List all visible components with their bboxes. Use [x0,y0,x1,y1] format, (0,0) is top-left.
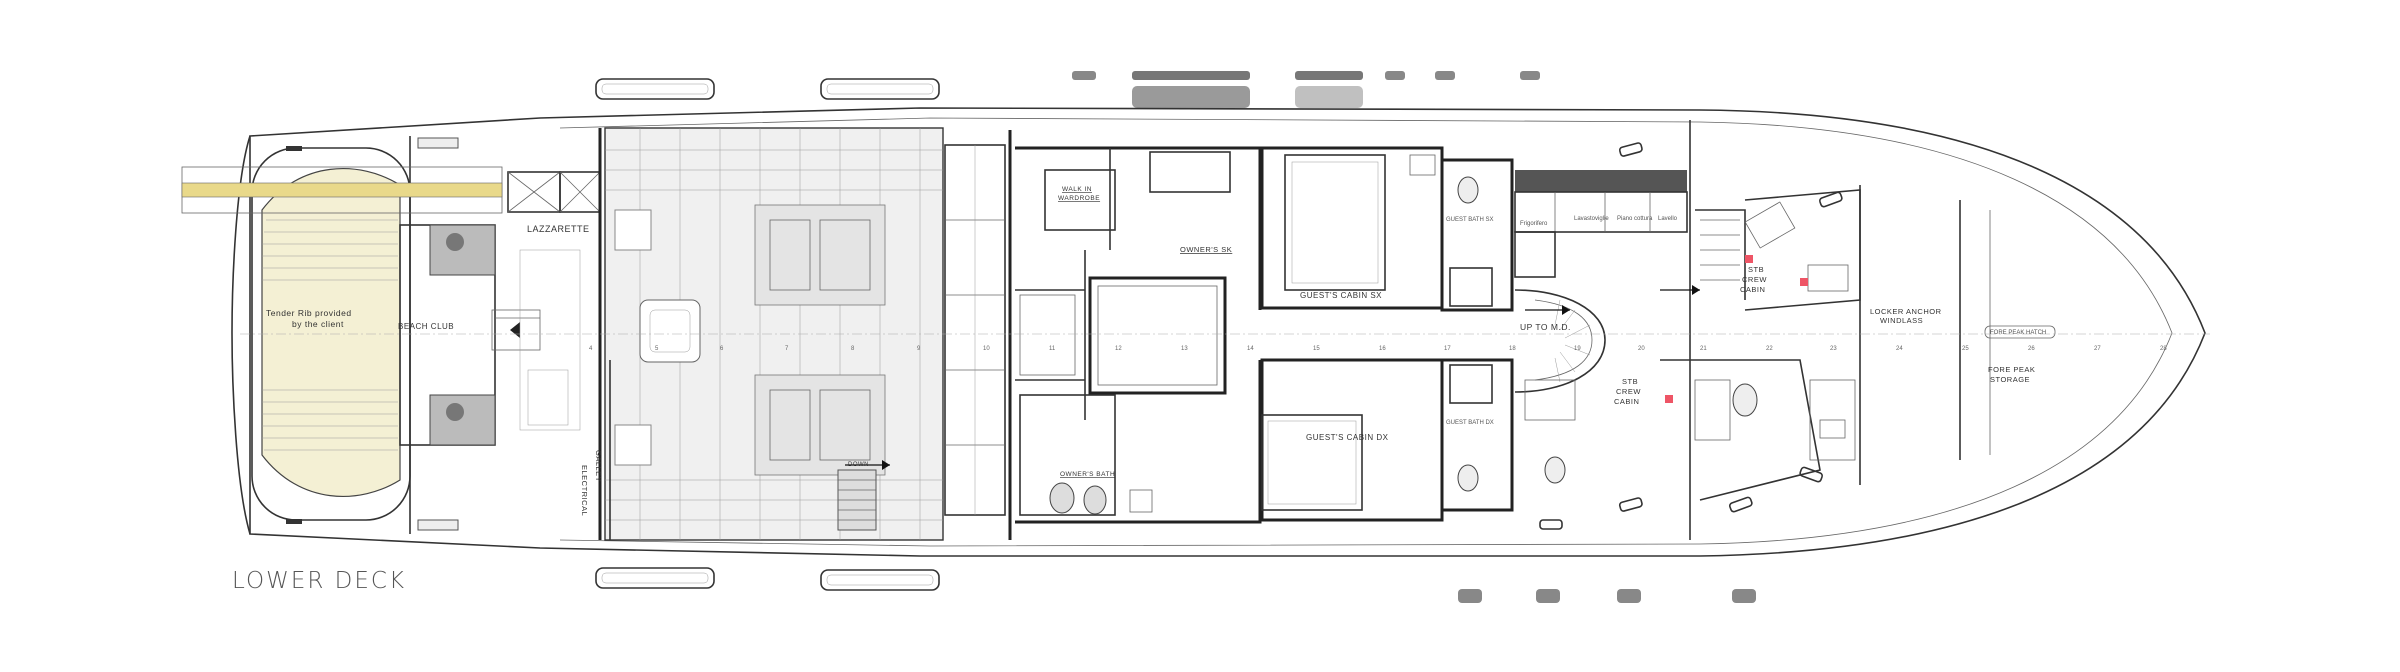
frame-number: 17 [1444,346,1451,352]
frame-number: 22 [1766,346,1773,352]
forward-compartments [1859,185,2056,485]
frame-number: 5 [655,346,659,352]
fuel-tanks [944,130,1012,540]
galley-item-1: Frigorifero [1520,221,1548,227]
frame-number: 20 [1638,346,1645,352]
svg-text:LOCKER ANCHOR: LOCKER ANCHOR [1870,307,1942,316]
frame-number: 12 [1115,346,1122,352]
frame-numbers: 4 5 6 7 8 9 10 11 12 13 14 15 16 17 18 19 20 21 22 23 24 25 26… [589,346,2167,352]
frame-number: 9 [917,346,921,352]
frame-number: 25 [1962,346,1969,352]
walk-in-label: WALK IN [1062,186,1092,193]
frame-number: 4 [589,346,593,352]
fore-peak-label: FORE PEAK STORAGE [1988,365,2035,384]
frame-number: 27 [2094,346,2101,352]
frame-number: 10 [983,346,990,352]
crew-area [1524,120,1861,540]
frame-number: 7 [785,346,789,352]
central-stair [1514,289,1606,393]
guests-cabin-sx-label: GUEST'S CABIN SX [1300,291,1382,300]
stb-crew-cabin-bottom-label: STB CREW CABIN [1614,377,1641,406]
lazzarette-label: LAZZARETTE [527,224,590,234]
fore-peak-hatch-label: FORE PEAK HATCH [1990,330,2046,336]
drawing-title: LOWER DECK [232,568,406,594]
frame-number: 18 [1509,346,1516,352]
locker-anchor-label: LOCKER ANCHOR WINDLASS [1870,307,1942,325]
frame-number: 6 [720,346,724,352]
lazzarette [507,171,601,431]
engine-room [598,127,944,541]
crew-galley [1514,170,1688,278]
walk-in-label-2: WARDROBE [1058,195,1100,202]
hull-outline [181,107,2206,557]
up-to-md-label: UP TO M.D. [1520,322,1571,332]
guest-cabin-sx [1260,146,1444,310]
svg-text:WINDLASS: WINDLASS [1880,316,1923,325]
frame-number: 21 [1700,346,1707,352]
frame-number: 19 [1574,346,1581,352]
svg-text:CABIN: CABIN [1740,285,1765,294]
down-label: DOWN [848,462,869,468]
guest-bath-sx-label: GUEST BATH SX [1446,217,1493,223]
top-window-row [595,71,1540,108]
galley-item-3: Piano cottura [1617,216,1653,222]
electrical-label: ELECTRICAL [580,465,589,516]
galley-item-4: Lavello [1658,216,1678,222]
svg-text:FORE PEAK: FORE PEAK [1988,365,2035,374]
frame-number: 23 [1830,346,1837,352]
svg-text:STB: STB [1622,377,1638,386]
stb-crew-cabin-top-label: STB CREW CABIN [1740,265,1767,294]
guest-baths [1409,154,1514,512]
frame-number: 11 [1049,346,1056,352]
svg-text:STB: STB [1748,265,1764,274]
tender-label: Tender Rib provided [266,308,352,318]
tender-label-2: by the client [292,319,344,329]
bottom-window-row [595,567,1756,603]
beach-club-label: BEACH CLUB [398,322,454,331]
frame-number: 8 [851,346,855,352]
frame-number: 15 [1313,346,1320,352]
svg-text:CREW: CREW [1616,387,1641,396]
svg-text:CREW: CREW [1742,275,1767,284]
beach-club [399,137,541,531]
frame-number: 26 [2028,346,2035,352]
owners-suite [1015,146,1262,524]
svg-text:CABIN: CABIN [1614,397,1639,406]
svg-text:STORAGE: STORAGE [1990,375,2030,384]
frame-number: 24 [1896,346,1903,352]
guest-bath-dx-label: GUEST BATH DX [1446,420,1494,426]
guests-cabin-dx-label: GUEST'S CABIN DX [1306,433,1389,442]
frame-number: 13 [1181,346,1188,352]
frame-number: 16 [1379,346,1386,352]
frame-number: 28 [2160,346,2167,352]
owners-sk-label: OWNER'S SK [1180,245,1232,254]
galley-label: GALLEY [594,450,603,482]
frame-number: 14 [1247,346,1254,352]
owners-bath-label: OWNER'S BATH [1060,471,1115,478]
galley-item-2: Lavastoviglie [1574,216,1609,222]
